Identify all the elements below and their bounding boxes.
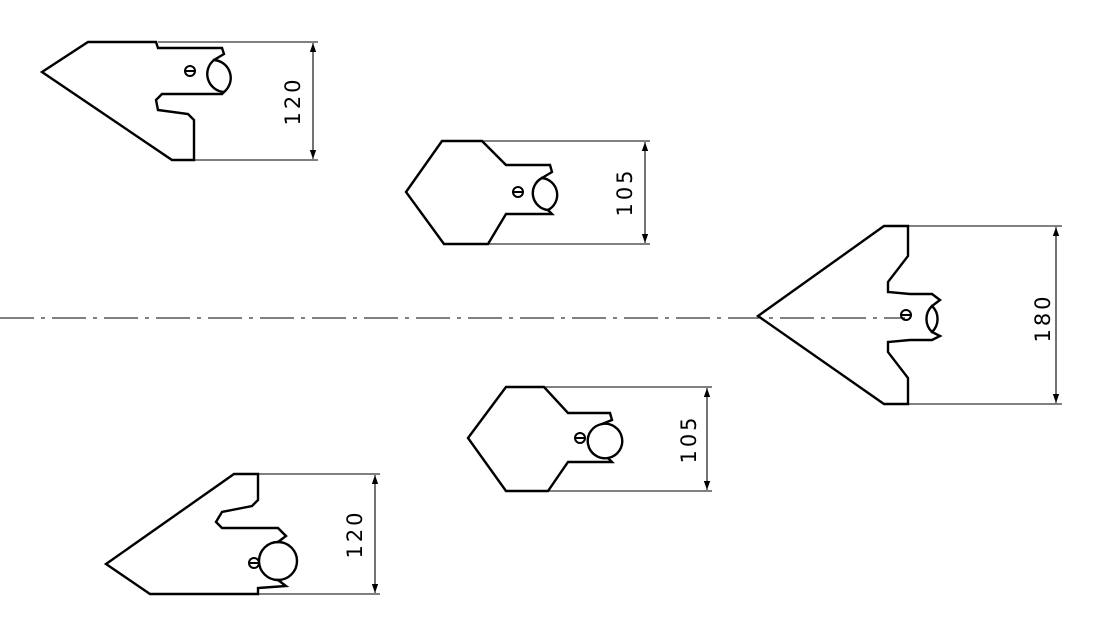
- lower-middle-dim-text: 105: [677, 414, 701, 463]
- top-left-share-outline: [39, 40, 227, 162]
- upper-middle-share-bolt-hole: [512, 186, 524, 198]
- lower-middle-share-bolt-hole: [574, 432, 586, 444]
- bottom-left-share-outline: [103, 472, 290, 596]
- right-dim-text: 180: [1031, 293, 1055, 342]
- right-share-outline: [755, 224, 943, 406]
- upper-middle-dim-text: 105: [613, 167, 637, 216]
- right-share-bolt-hole: [900, 309, 912, 321]
- lower-middle-share-outline: [466, 385, 615, 493]
- upper-middle-share-outline: [404, 139, 555, 246]
- bottom-left-share: 120: [103, 472, 380, 596]
- right-share: 180: [755, 224, 1062, 406]
- lower-middle-share: 105: [466, 385, 712, 493]
- top-left-dim-text: 120: [281, 76, 305, 125]
- upper-middle-share: 105: [404, 139, 650, 246]
- bottom-left-dim-text: 120: [343, 509, 367, 558]
- top-left-share-notch-arc: [212, 58, 232, 94]
- bottom-left-share-bolt-hole: [248, 557, 260, 569]
- top-left-share-bolt-hole: [184, 65, 196, 77]
- top-left-share: 120: [39, 40, 318, 162]
